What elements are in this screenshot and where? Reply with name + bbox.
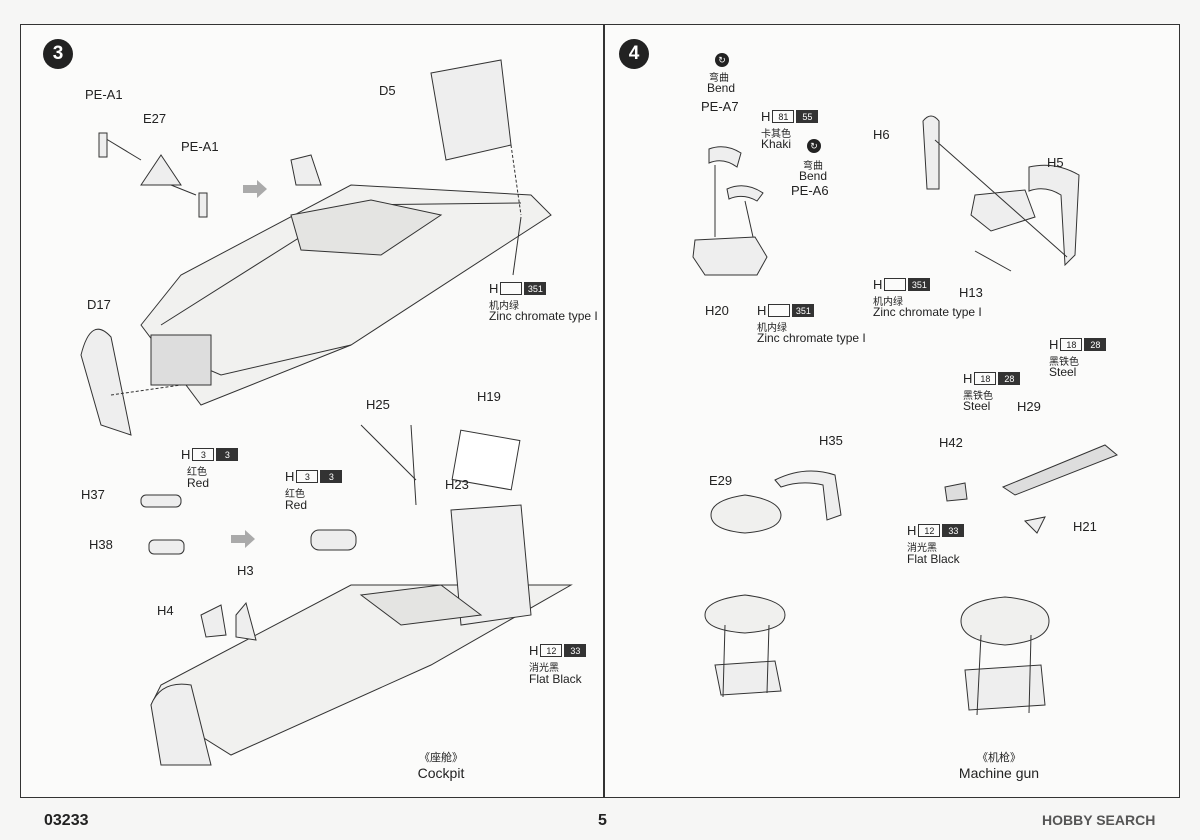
- part-label-pe-a7: PE-A7: [701, 99, 739, 114]
- part-label-e27: E27: [143, 111, 167, 126]
- bend-icon-2: ↻: [807, 139, 821, 153]
- step-4-panel: 4: [604, 24, 1180, 798]
- part-label-h13: H13: [959, 285, 983, 300]
- part-label-d17: D17: [87, 297, 111, 312]
- kit-number: 03233: [44, 812, 89, 829]
- cockpit-drawing: [80, 59, 573, 766]
- paint-callout-steel-b: H 18 28: [963, 371, 1021, 386]
- part-label-h21: H21: [1073, 519, 1097, 534]
- bend-zh-1: 弯曲: [709, 73, 729, 84]
- paint-callout-flat-black: H 12 33: [529, 643, 587, 658]
- paint-en-khaki: Khaki: [761, 137, 792, 151]
- bend-zh-2: 弯曲: [803, 161, 823, 172]
- part-label-h37: H37: [81, 487, 105, 502]
- paint-zh-zinc-a: 机内绿: [757, 323, 787, 334]
- part-label-h29: H29: [1017, 399, 1041, 414]
- machine-gun-caption: 《机枪》 Machine gun: [958, 752, 1040, 781]
- step-3-panel: 3: [20, 24, 604, 798]
- paint-callout-steel-a: H 18 28: [1049, 337, 1107, 352]
- paint-callout-khaki: H 81 55: [761, 109, 819, 124]
- part-label-h19: H19: [477, 389, 501, 404]
- part-label-h3: H3: [237, 563, 254, 578]
- part-label-h4: H4: [157, 603, 174, 618]
- part-label-h5: H5: [1047, 155, 1064, 170]
- paint-en-red-2: Red: [285, 498, 308, 512]
- paint-en-flat-black: Flat Black: [529, 672, 582, 686]
- paint-en-flat-black-4: Flat Black: [907, 552, 960, 566]
- page-number: 5: [598, 812, 607, 829]
- paint-en-red-1: Red: [187, 476, 210, 490]
- paint-callout-flat-black-4: H 12 33: [907, 523, 965, 538]
- step-number-3: 3: [43, 39, 73, 69]
- part-label-h42: H42: [939, 435, 963, 450]
- paint-callout-red-1: H 3 3: [181, 447, 239, 462]
- cockpit-caption: 《座舱》 Cockpit: [417, 752, 465, 781]
- paint-zh-steel-a: 黑铁色: [1049, 357, 1079, 368]
- paint-zh-red-1: 红色: [187, 467, 207, 478]
- paint-callout-red-2: H 3 3: [285, 469, 343, 484]
- bend-en-2: Bend: [799, 169, 828, 183]
- part-label-pe-a1-2: PE-A1: [181, 139, 219, 154]
- part-label-d5: D5: [379, 83, 396, 98]
- part-label-h35: H35: [819, 433, 843, 448]
- paint-zh-flat-black: 消光黑: [529, 663, 559, 674]
- bend-icon: ↻: [715, 53, 729, 67]
- paint-en-zinc-b: Zinc chromate type I: [873, 305, 982, 319]
- paint-zh-flat-black-4: 消光黑: [907, 543, 937, 554]
- part-label-pe-a1: PE-A1: [85, 87, 123, 102]
- paint-en-zinc-a: Zinc chromate type I: [757, 331, 866, 345]
- part-label-pe-a6: PE-A6: [791, 183, 829, 198]
- paint-zh-zinc-b: 机内绿: [873, 297, 903, 308]
- paint-zh-steel-b: 黑铁色: [963, 391, 993, 402]
- machine-gun-drawing: [692, 115, 1118, 716]
- bend-en-1: Bend: [707, 81, 736, 95]
- part-label-h6: H6: [873, 127, 890, 142]
- part-label-h25: H25: [366, 397, 390, 412]
- paint-en-steel-a: Steel: [1049, 365, 1077, 379]
- paint-zh-zinc: 机内绿: [489, 301, 519, 312]
- paint-en-steel-b: Steel: [963, 399, 991, 413]
- paint-zh-red-2: 红色: [285, 489, 305, 500]
- watermark-brand: HOBBY SEARCH: [1042, 812, 1156, 828]
- paint-zh-khaki: 卡其色: [761, 129, 791, 140]
- paint-callout-zinc-a: H 351: [757, 303, 815, 318]
- part-label-h38: H38: [89, 537, 113, 552]
- step-number-4: 4: [619, 39, 649, 69]
- paint-callout-zinc-b: H 351: [873, 277, 931, 292]
- paint-callout-zinc: H 351: [489, 281, 547, 296]
- paint-en-zinc: Zinc chromate type I: [489, 309, 598, 323]
- part-label-h20: H20: [705, 303, 729, 318]
- part-label-h23: H23: [445, 477, 469, 492]
- part-label-e29: E29: [709, 473, 733, 488]
